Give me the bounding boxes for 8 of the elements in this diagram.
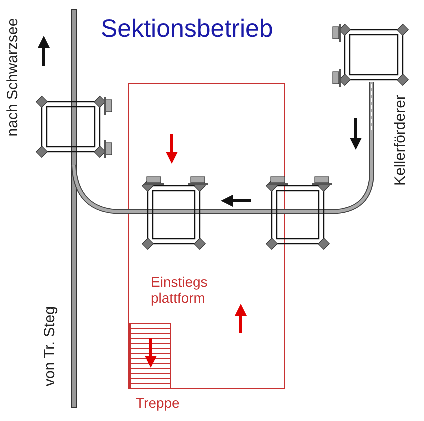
- stairs-label: Treppe: [136, 395, 180, 411]
- side-label: nach Schwarzsee: [4, 18, 22, 136]
- platform-label: Einstiegs plattform: [151, 274, 209, 306]
- side-label: von Tr. Steg: [42, 306, 59, 386]
- side-label: Kellerförderer: [391, 94, 408, 186]
- stairs-drawing: [128, 323, 171, 389]
- title: Sektionsbetrieb: [101, 15, 274, 44]
- platform-outline: [128, 83, 285, 389]
